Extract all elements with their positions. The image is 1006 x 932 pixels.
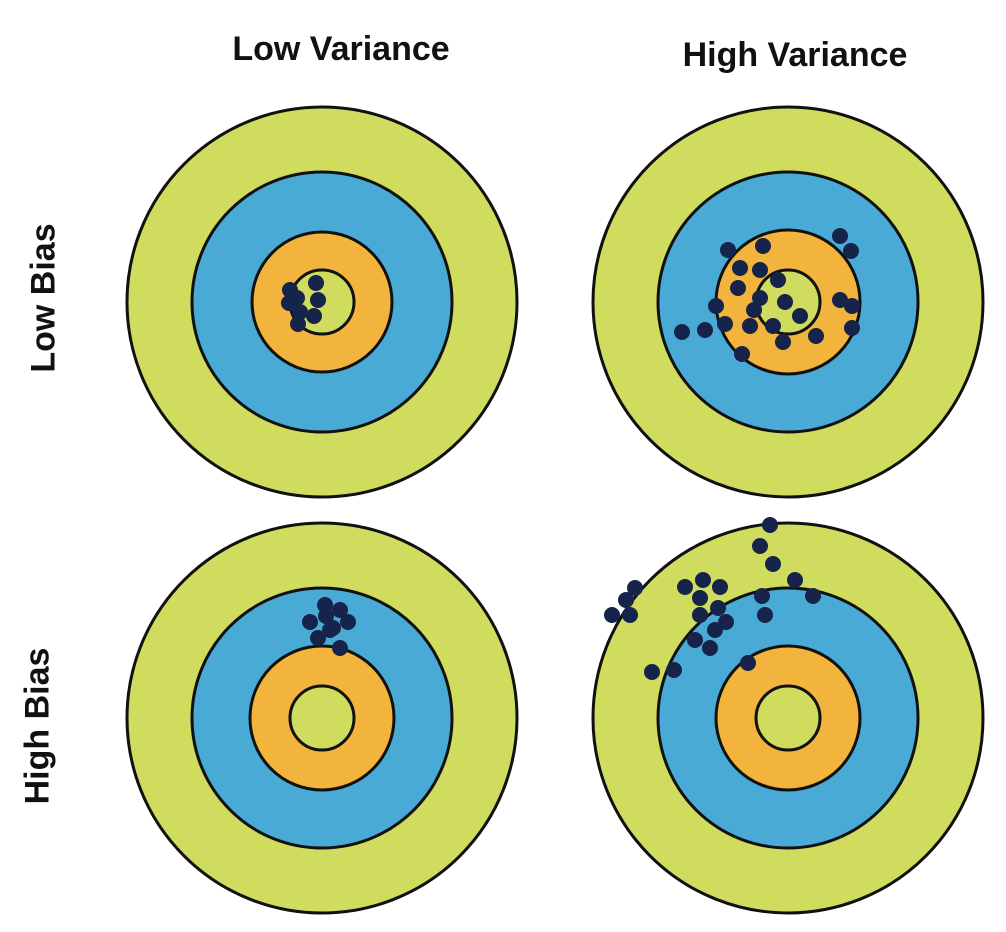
shot-dot: [332, 640, 348, 656]
shot-dot: [808, 328, 824, 344]
shot-dot: [843, 243, 859, 259]
shot-dot: [752, 262, 768, 278]
shot-dot: [604, 607, 620, 623]
shot-dot: [692, 607, 708, 623]
shot-dot: [306, 308, 322, 324]
shot-dot: [734, 346, 750, 362]
shot-dot: [692, 590, 708, 606]
shot-dot: [742, 318, 758, 334]
shot-dot: [697, 322, 713, 338]
shot-dot: [687, 632, 703, 648]
shot-dot: [732, 260, 748, 276]
shot-dot: [805, 588, 821, 604]
shot-dot: [695, 572, 711, 588]
shot-dot: [708, 298, 724, 314]
shot-dot: [730, 280, 746, 296]
shot-dot: [290, 316, 306, 332]
shot-dot: [666, 662, 682, 678]
shot-dot: [718, 614, 734, 630]
shot-dot: [318, 608, 334, 624]
shot-dot: [674, 324, 690, 340]
shot-dot: [281, 295, 297, 311]
shot-dot: [622, 607, 638, 623]
shot-dot: [765, 556, 781, 572]
target-low-bias-low-variance: [125, 105, 519, 499]
shot-dot: [618, 592, 634, 608]
shot-dot: [340, 614, 356, 630]
shot-dot: [302, 614, 318, 630]
shot-dot: [702, 640, 718, 656]
shot-dot: [777, 294, 793, 310]
shot-dot: [310, 292, 326, 308]
shot-dot: [310, 630, 326, 646]
shot-dot: [720, 242, 736, 258]
shot-dot: [787, 572, 803, 588]
shot-dot: [717, 316, 733, 332]
shot-dot: [752, 538, 768, 554]
bullseye: [288, 684, 356, 752]
column-label-low-variance: Low Variance: [232, 30, 450, 68]
shot-dot: [707, 622, 723, 638]
shot-dot: [292, 304, 308, 320]
shot-dot: [332, 602, 348, 618]
shot-dot: [740, 655, 756, 671]
shot-dot: [757, 607, 773, 623]
column-label-high-variance: High Variance: [682, 36, 908, 74]
shot-dot: [308, 275, 324, 291]
shot-dot: [677, 579, 693, 595]
bullseye: [754, 684, 822, 752]
shot-dot: [792, 308, 808, 324]
shot-dot: [712, 579, 728, 595]
shot-dot: [775, 334, 791, 350]
shot-dot: [770, 272, 786, 288]
shot-dot: [710, 600, 726, 616]
shot-dot: [746, 302, 762, 318]
shot-dot: [844, 320, 860, 336]
shot-dot: [322, 622, 338, 638]
shot-dot: [765, 318, 781, 334]
target-high-bias-low-variance: [125, 521, 519, 915]
shot-dot: [644, 664, 660, 680]
shot-dot: [755, 238, 771, 254]
shot-dot: [832, 228, 848, 244]
target-high-bias-high-variance: [591, 517, 985, 915]
shot-dot: [762, 517, 778, 533]
shot-dot: [752, 290, 768, 306]
target-low-bias-high-variance: [591, 105, 985, 499]
shot-dot: [627, 580, 643, 596]
shot-dot: [832, 292, 848, 308]
shot-dot: [844, 298, 860, 314]
shot-dot: [754, 588, 770, 604]
